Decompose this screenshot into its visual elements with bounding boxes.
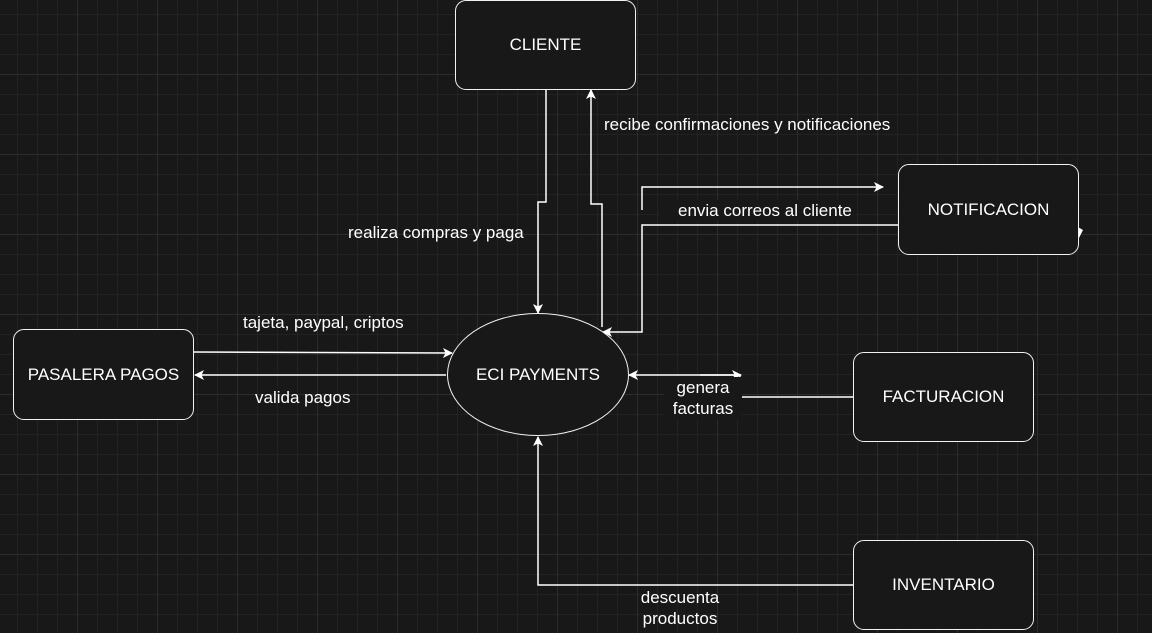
edge-label-genera-line2: facturas bbox=[672, 399, 734, 418]
edge-label-descuenta-line2: productos bbox=[642, 609, 718, 628]
node-cliente-label: CLIENTE bbox=[509, 35, 582, 54]
edge-label-realiza: realiza compras y paga bbox=[348, 223, 524, 242]
node-eci-payments-label: ECI PAYMENTS bbox=[475, 364, 601, 384]
edge-realiza-compras bbox=[533, 90, 547, 314]
node-notificacion[interactable]: NOTIFICACION bbox=[898, 164, 1079, 255]
node-pasarela-pagos[interactable]: PASALERA PAGOS bbox=[13, 329, 194, 420]
node-facturacion[interactable]: FACTURACION bbox=[853, 352, 1034, 442]
edge-tarjeta-paypal bbox=[192, 347, 453, 358]
edge-label-recibe: recibe confirmaciones y notificaciones bbox=[604, 115, 891, 134]
edge-label-envia: envia correos al cliente bbox=[660, 200, 856, 221]
edge-label-valida: valida pagos bbox=[255, 388, 351, 407]
node-notificacion-label: NOTIFICACION bbox=[927, 199, 1050, 219]
node-facturacion-label: FACTURACION bbox=[882, 387, 1005, 406]
node-pasarela-pagos-label: PASALERA PAGOS bbox=[27, 364, 180, 384]
edge-label-descuenta: descuenta productos bbox=[630, 587, 730, 629]
edge-envia-correos-to-notificacion bbox=[641, 182, 884, 210]
edge-label-tarjeta: tajeta, paypal, criptos bbox=[243, 313, 404, 332]
node-eci-payments[interactable]: ECI PAYMENTS bbox=[447, 313, 629, 436]
edge-notificacion-to-eci bbox=[602, 224, 898, 337]
edge-label-descuenta-line1: descuenta bbox=[640, 588, 720, 607]
node-inventario-label: INVENTARIO bbox=[892, 575, 995, 594]
node-inventario[interactable]: INVENTARIO bbox=[853, 540, 1034, 630]
edge-label-genera-line1: genera bbox=[676, 378, 730, 397]
edge-recibe-confirmaciones bbox=[586, 89, 603, 327]
edge-label-genera: genera facturas bbox=[664, 377, 742, 419]
node-cliente[interactable]: CLIENTE bbox=[455, 0, 636, 90]
edge-descuenta-productos bbox=[533, 436, 853, 586]
